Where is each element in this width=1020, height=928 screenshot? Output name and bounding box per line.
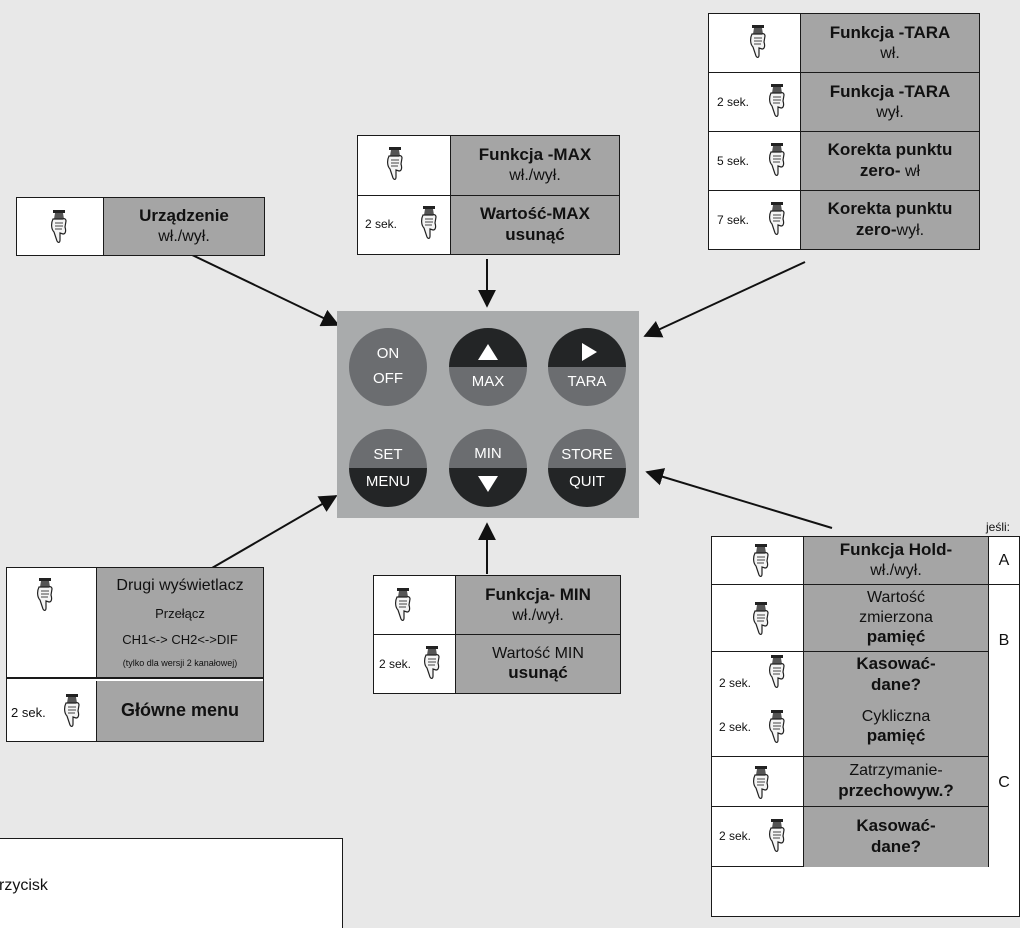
- max-function-box: Funkcja -MAX wł./wył. 2 sek. Wartość-MAX…: [357, 135, 620, 255]
- max-clear-sub: usunąć: [505, 225, 565, 244]
- min-key[interactable]: MIN: [449, 429, 527, 507]
- press-hand-icon: [384, 146, 406, 180]
- store-label: STORE: [561, 446, 613, 463]
- keypad-panel: ON OFF MAX TARA SET MENU MIN STORE QUIT: [337, 311, 639, 518]
- device-onoff-box: Urządzenie wł./wył.: [16, 197, 265, 256]
- tara-label: TARA: [567, 373, 607, 390]
- press-hand-icon: [766, 201, 788, 235]
- tara-on-sub: wł.: [880, 44, 900, 62]
- max-sub: wł./wył.: [509, 167, 561, 185]
- store-function-box: Funkcja Hold- wł./wył. A Wartość zmierzo…: [711, 536, 1020, 917]
- press-hand-icon: [48, 209, 70, 243]
- hold-title: Funkcja Hold-: [839, 540, 953, 560]
- hold-sub: wł./wył.: [870, 562, 922, 580]
- press-hand-icon: [750, 543, 772, 577]
- toggle-label: Przełącz: [155, 605, 205, 621]
- press-hand-icon: [34, 577, 56, 611]
- duration-label: 2 sek.: [719, 829, 752, 843]
- delete-data-1b: dane?: [870, 675, 922, 694]
- measured-value-2: zmierzona: [859, 608, 933, 626]
- set-menu-key[interactable]: SET MENU: [349, 429, 427, 507]
- duration-label: 2 sek.: [379, 657, 412, 671]
- max-clear-title: Wartość-MAX: [480, 204, 590, 224]
- max-key[interactable]: MAX: [449, 328, 527, 406]
- zero-on-title: Korekta punktu: [827, 140, 953, 160]
- main-menu-label: Główne menu: [120, 700, 239, 721]
- press-hand-icon: [747, 24, 769, 58]
- press-hand-icon: [61, 693, 83, 727]
- cyclic-1: Cykliczna: [861, 707, 931, 725]
- device-sub: wł./wył.: [158, 228, 210, 246]
- measured-value-3: pamięć: [866, 627, 926, 647]
- store-quit-key[interactable]: STORE QUIT: [548, 429, 626, 507]
- zero-off-rest: wył.: [896, 222, 925, 239]
- device-title: Urządzenie: [139, 206, 229, 226]
- duration-label: 2 sek.: [719, 720, 752, 734]
- channel-cycle: CH1<-> CH2<->DIF: [122, 631, 238, 647]
- delete-data-2b: dane?: [870, 837, 922, 856]
- duration-label: 2 sek.: [717, 95, 750, 109]
- duration-label: 5 sek.: [717, 154, 750, 168]
- legend-text: rzycisk: [0, 877, 48, 894]
- on-off-key[interactable]: ON OFF: [349, 328, 427, 406]
- set-label: SET: [373, 446, 403, 463]
- stop-storage-1: Zatrzymanie-: [849, 762, 943, 780]
- press-hand-icon: [766, 142, 788, 176]
- press-hand-icon: [421, 645, 443, 679]
- min-function-box: Funkcja- MIN wł./wył. 2 sek. Wartość MIN…: [373, 575, 621, 694]
- delete-data-2a: Kasować-: [856, 816, 936, 836]
- zero-off-title: Korekta punktu: [827, 199, 953, 219]
- tara-function-box: Funkcja -TARA wł. 2 sek. Funkcja -TARA w…: [708, 13, 980, 250]
- press-hand-icon: [766, 654, 788, 688]
- duration-label: 2 sek.: [719, 676, 752, 690]
- zero-on-rest: wł: [900, 163, 921, 180]
- down-triangle-icon: [478, 476, 498, 492]
- group-c: C: [989, 699, 1019, 866]
- off-label: OFF: [373, 370, 403, 387]
- max-title: Funkcja -MAX: [478, 145, 592, 165]
- press-hand-icon: [766, 818, 788, 852]
- on-label: ON: [376, 345, 400, 362]
- menu-label: MENU: [365, 473, 411, 490]
- press-hand-icon: [766, 83, 788, 117]
- cyclic-2: pamięć: [866, 726, 926, 746]
- if-header: jeśli:: [986, 520, 1011, 534]
- min-clear-sub: usunąć: [508, 663, 568, 683]
- quit-label: QUIT: [569, 473, 605, 490]
- min-title: Funkcja- MIN: [485, 584, 591, 604]
- tara-off-title: Funkcja -TARA: [829, 81, 951, 101]
- measured-value-1: Wartość: [866, 589, 926, 607]
- max-label: MAX: [471, 373, 505, 390]
- press-hand-icon: [418, 205, 440, 239]
- tara-off-sub: wył.: [876, 103, 904, 121]
- right-triangle-icon: [582, 343, 597, 361]
- group-b: B: [989, 585, 1019, 697]
- zero-on-bold: zero-: [859, 161, 901, 180]
- tara-key[interactable]: TARA: [548, 328, 626, 406]
- min-label: MIN: [474, 445, 502, 462]
- press-hand-icon: [392, 587, 414, 621]
- min-clear-title: Wartość MIN: [492, 644, 584, 662]
- group-a: A: [998, 551, 1010, 569]
- second-display-box: Drugi wyświetlacz Przełącz CH1<-> CH2<->…: [6, 567, 264, 742]
- press-hand-icon: [750, 765, 772, 799]
- tara-on-title: Funkcja -TARA: [829, 22, 951, 42]
- legend-box: rzycisk: [0, 838, 343, 928]
- stop-storage-2: przechowyw.?: [838, 780, 954, 800]
- duration-label: 2 sek.: [365, 217, 398, 231]
- duration-label: 7 sek.: [717, 213, 750, 227]
- zero-off-bold: zero-: [855, 220, 897, 239]
- press-hand-icon: [766, 709, 788, 743]
- press-hand-icon: [750, 601, 772, 635]
- delete-data-1a: Kasować-: [856, 654, 936, 674]
- duration-label: 2 sek.: [11, 705, 46, 720]
- up-triangle-icon: [478, 344, 498, 360]
- min-sub: wł./wył.: [512, 606, 564, 624]
- version-note: (tylko dla wersji 2 kanałowej): [122, 657, 238, 668]
- second-display-title: Drugi wyświetlacz: [116, 577, 244, 595]
